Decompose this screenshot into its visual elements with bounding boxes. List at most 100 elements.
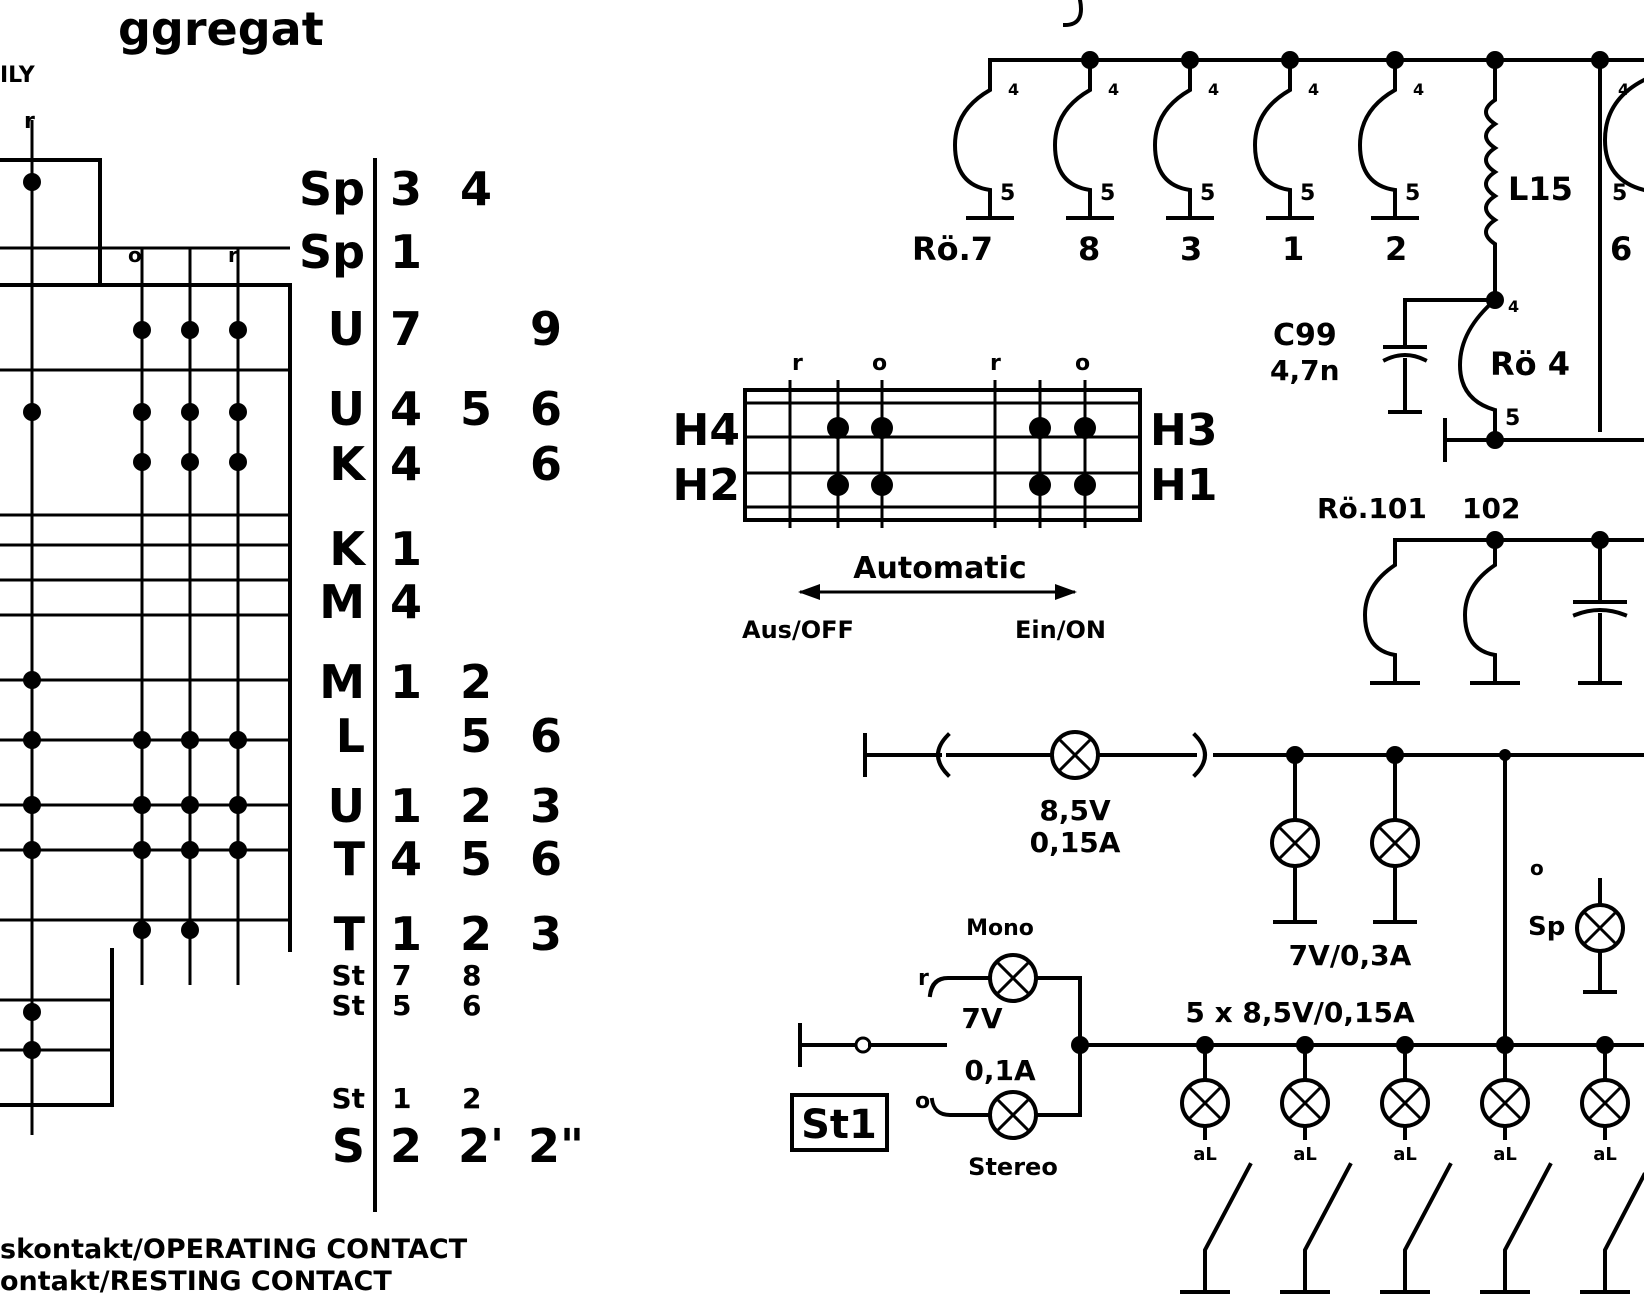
row-cell: 4 — [390, 832, 422, 886]
indicator-voltage: 7V — [961, 1002, 1002, 1035]
row-label: U — [328, 779, 365, 833]
row-cell: 4 — [390, 437, 422, 491]
tube-label-2: 2 — [1385, 230, 1407, 268]
row-cell: 1 — [390, 779, 422, 833]
tube-label-102: 102 — [1462, 492, 1520, 525]
lamp-contact-label: aL — [1593, 1144, 1617, 1165]
lamp-icon — [1270, 818, 1320, 868]
row-cell: 8 — [462, 959, 481, 992]
pin-label: 5 — [1100, 181, 1115, 206]
row-label: S — [332, 1119, 365, 1173]
row-cell: 1 — [392, 1082, 411, 1115]
switch-matrix-frame — [0, 120, 292, 1135]
row-label: T — [334, 832, 366, 886]
row-cell: 6 — [530, 832, 562, 886]
tube-heater-lower: Rö.101 102 — [1317, 492, 1644, 685]
pin-label: 5 — [1405, 181, 1420, 206]
tube-label-1: 1 — [1282, 230, 1304, 268]
auto-mark: o — [872, 351, 887, 376]
row-label: U — [328, 382, 365, 436]
row-cell: 6 — [462, 989, 481, 1022]
row-cell: 2 — [460, 907, 492, 961]
row-cell: 1 — [390, 225, 422, 279]
pin-label: 5 — [1000, 181, 1015, 206]
footnote-resting-contact: ontakt/RESTING CONTACT — [0, 1266, 392, 1294]
row-cell: 2" — [528, 1119, 584, 1173]
auto-mark: r — [792, 351, 803, 376]
label-h3: H3 — [1150, 405, 1217, 456]
lamp-contact-label: aL — [1493, 1144, 1517, 1165]
lamp-icon — [988, 1090, 1038, 1140]
ein-on-label: Ein/ON — [1015, 616, 1106, 644]
label-h1: H1 — [1150, 460, 1217, 511]
lamp-icon — [1480, 1078, 1530, 1128]
tube-label-ro7: Rö.7 — [912, 230, 993, 268]
row-cell: 5 — [392, 989, 411, 1022]
row-cell: 6 — [530, 437, 562, 491]
lamp-contact-label: aL — [1293, 1144, 1317, 1165]
row-label: St — [331, 989, 365, 1022]
row-cell: 9 — [530, 302, 562, 356]
auto-mark: r — [990, 351, 1001, 376]
automatic-label: Automatic — [853, 551, 1026, 586]
label-h4: H4 — [673, 405, 740, 456]
lamp-icon — [1575, 903, 1625, 953]
lamp-pair-rating: 7V/0,3A — [1289, 939, 1412, 972]
row-cell: 1 — [390, 907, 422, 961]
lamp-icon — [1050, 730, 1100, 780]
lamp-icon — [1280, 1078, 1330, 1128]
aus-off-label: Aus/OFF — [742, 616, 854, 644]
sp-label: Sp — [1528, 912, 1565, 942]
automatic-switch: r o r o H4 H2 H3 H1 Automatic Aus/OFF Ei… — [673, 351, 1218, 644]
lamp-icon — [1580, 1078, 1630, 1128]
aggregate-title: ggregat — [118, 2, 324, 56]
row-cell: 3 — [530, 779, 562, 833]
lamp-icon — [988, 953, 1038, 1003]
stereo-label: Stereo — [968, 1153, 1058, 1181]
lamp-contact-label: aL — [1393, 1144, 1417, 1165]
row-label: M — [319, 655, 365, 709]
row-cell: 1 — [390, 655, 422, 709]
row-cell: 3 — [390, 162, 422, 216]
row-cell: 5 — [460, 382, 492, 436]
pin-label: 4 — [1008, 80, 1019, 99]
lamp-contact-label: aL — [1193, 1144, 1217, 1165]
auto-mark: o — [1075, 351, 1090, 376]
switch-matrix-contacts — [23, 173, 247, 1059]
aggregate-subtitle: ILY — [0, 63, 36, 88]
row-cell: 2 — [460, 655, 492, 709]
tube-label-8: 8 — [1078, 230, 1100, 268]
pin-label: 4 — [1618, 80, 1629, 99]
tube-label-6: 6 — [1610, 230, 1632, 268]
pin-label: 5 — [1200, 181, 1215, 206]
tube-heater-bus: 4 5 4 5 4 5 4 5 4 5 Rö.7 8 3 1 2 L15 4 C — [912, 0, 1644, 462]
sp-contact-o: o — [1530, 856, 1544, 880]
row-cell: 2 — [390, 1119, 422, 1173]
row-label: St — [331, 959, 365, 992]
row-label: K — [329, 437, 367, 491]
row-cell: 4 — [390, 575, 422, 629]
lamp-rating-a: 0,15A — [1030, 826, 1121, 859]
st1-label: St1 — [801, 1102, 877, 1148]
row-cell: 5 — [460, 832, 492, 886]
tube-label-3: 3 — [1180, 230, 1202, 268]
row-cell: 7 — [390, 302, 422, 356]
row-label: T — [334, 907, 366, 961]
row-cell: 2 — [462, 1082, 481, 1115]
lamp-icon — [1380, 1078, 1430, 1128]
cap-label: C99 — [1273, 318, 1337, 353]
lamp-row-rating: 5 x 8,5V/0,15A — [1185, 996, 1415, 1029]
row-cell: 4 — [460, 162, 492, 216]
mono-label: Mono — [966, 916, 1034, 941]
pin-label: 5 — [1612, 181, 1627, 206]
row-label: M — [319, 575, 365, 629]
row-cell: 2' — [458, 1119, 504, 1173]
pin-label: 5 — [1300, 181, 1315, 206]
label-h2: H2 — [673, 460, 740, 511]
row-label: L — [336, 709, 365, 763]
indicator-current: 0,1A — [964, 1054, 1036, 1087]
mono-contact-r: r — [918, 966, 929, 991]
footnote-operating-contact: skontakt/OPERATING CONTACT — [0, 1234, 468, 1265]
pin-label: 4 — [1413, 80, 1424, 99]
